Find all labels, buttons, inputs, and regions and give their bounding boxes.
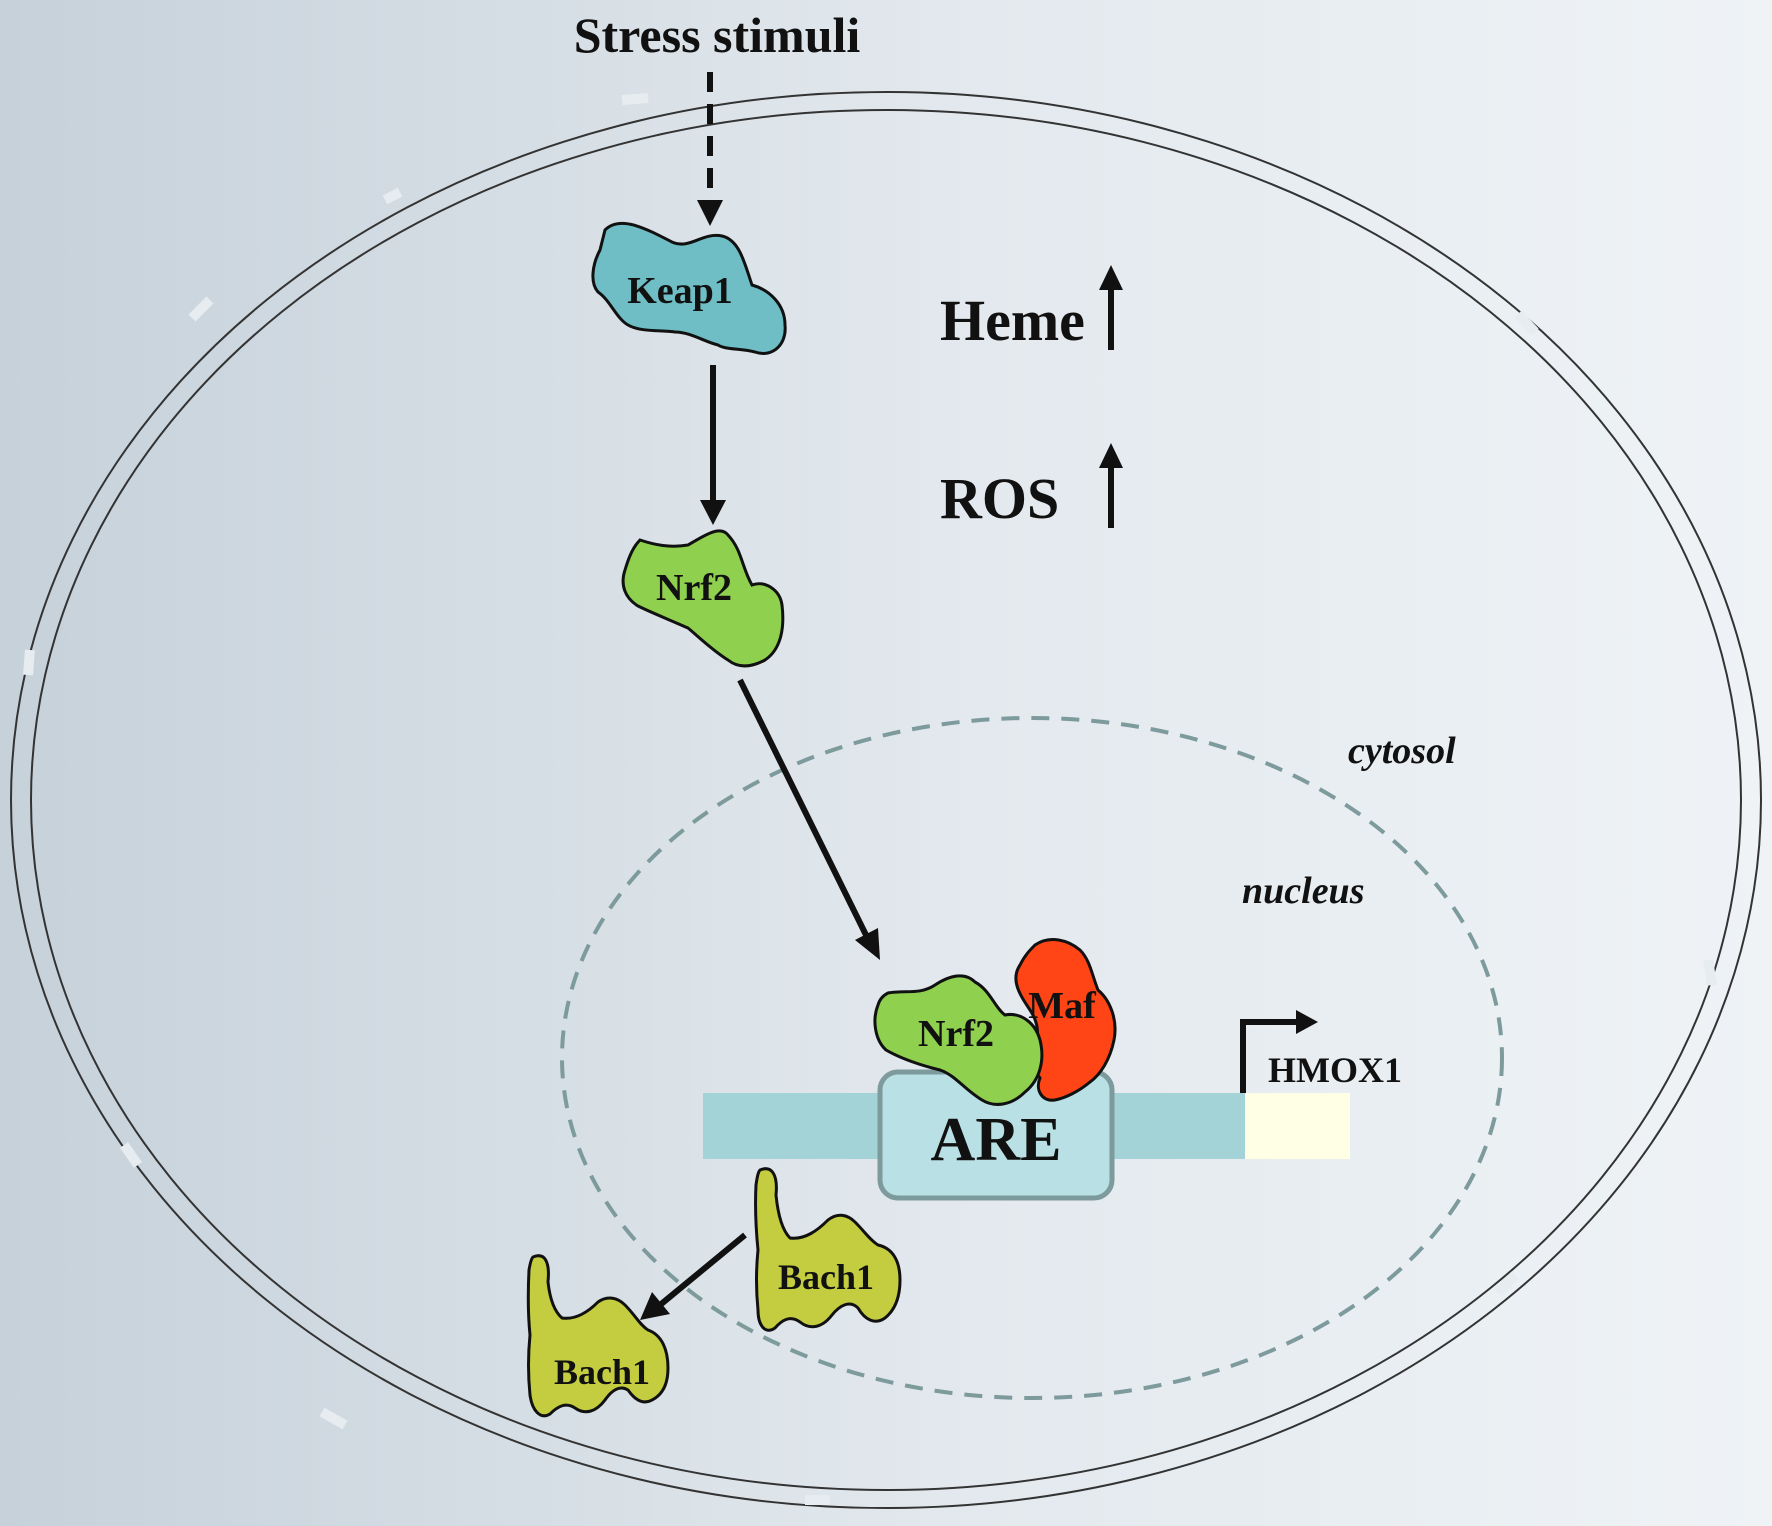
nrf2-translocation-arrow bbox=[737, 678, 869, 937]
nrf2-cytosol-label: Nrf2 bbox=[656, 567, 732, 609]
heme-label: Heme bbox=[940, 288, 1085, 353]
nrf2-nucleus-label: Nrf2 bbox=[918, 1013, 994, 1055]
nucleus-membrane bbox=[560, 716, 1504, 1400]
keap1-label: Keap1 bbox=[627, 270, 733, 312]
stress-arrowhead bbox=[697, 200, 723, 226]
hmox1-gene-box bbox=[1245, 1093, 1350, 1159]
maf-label: Maf bbox=[1028, 985, 1097, 1027]
title-stress-stimuli: Stress stimuli bbox=[574, 7, 861, 63]
keap1-to-nrf2-arrowhead bbox=[700, 500, 726, 525]
bach1-cytosol-shape bbox=[526, 1254, 670, 1418]
membrane-breaks bbox=[23, 93, 1717, 1505]
nucleus-label: nucleus bbox=[1242, 870, 1364, 912]
hmox1-label: HMOX1 bbox=[1268, 1050, 1402, 1090]
nrf2-translocation-arrowhead bbox=[855, 928, 880, 960]
nrf2-nucleus-shape bbox=[873, 974, 1044, 1106]
are-label: ARE bbox=[931, 1106, 1062, 1174]
bach1-nucleus-shape bbox=[754, 1167, 902, 1332]
ros-up-arrowhead bbox=[1099, 443, 1123, 468]
cell-membrane bbox=[10, 91, 1762, 1509]
bach1-export-arrowhead bbox=[640, 1292, 670, 1320]
nrf2-cytosol-shape bbox=[621, 529, 785, 668]
bach1-nucleus-label: Bach1 bbox=[778, 1257, 874, 1297]
cytosol-label: cytosol bbox=[1348, 730, 1456, 772]
bach1-export-arrow bbox=[658, 1232, 747, 1308]
heme-up-arrowhead bbox=[1099, 265, 1123, 290]
keap1-shape bbox=[591, 221, 787, 355]
bach1-cytosol-label: Bach1 bbox=[554, 1352, 650, 1392]
ros-label: ROS bbox=[940, 466, 1059, 531]
transcription-start-arrow bbox=[1240, 1019, 1300, 1093]
transcription-start-arrowhead bbox=[1296, 1010, 1318, 1034]
